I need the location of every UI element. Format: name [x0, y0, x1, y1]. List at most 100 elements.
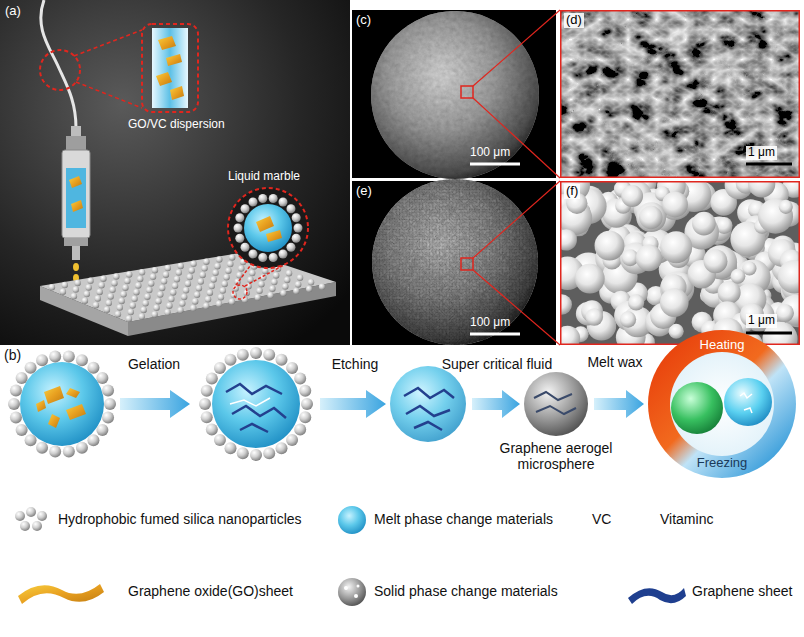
tray-part — [85, 284, 91, 290]
scale-label: 1 μm — [746, 314, 777, 328]
tray-part — [95, 295, 101, 301]
scale-bar — [746, 332, 792, 335]
tray-part — [115, 311, 121, 317]
liquid-marble-sphere-part — [36, 442, 48, 454]
sem-panel: (e)100 μm — [352, 181, 556, 345]
state-label: Freezing — [692, 456, 752, 471]
panel-letter: (e) — [356, 184, 372, 199]
liquid-marble-sphere-part — [25, 434, 37, 446]
tray-part — [133, 289, 139, 295]
gel-sphere-part — [206, 424, 218, 436]
sem-panel-d — [560, 10, 800, 178]
tray-part — [282, 283, 288, 289]
solid-pcm-icon-part — [354, 594, 358, 598]
liquid-marble-sphere-part — [102, 412, 114, 424]
tray-part — [148, 280, 154, 286]
solid-pcm-icon-part — [344, 586, 348, 590]
gel-sphere-part — [201, 411, 213, 423]
sem-panel-c — [352, 10, 560, 179]
sem-bubbles-part — [575, 264, 605, 294]
liquid-marble-zoom-part — [258, 253, 267, 262]
gel-sphere-part — [240, 424, 268, 432]
tray-part — [203, 258, 209, 264]
tray-part — [126, 271, 132, 277]
tray-part — [284, 277, 290, 283]
liquid-marble-sphere-part — [49, 446, 61, 458]
sem-bubbles-part — [660, 231, 692, 263]
liquid-marble-sphere-part — [49, 350, 61, 362]
sem-panel-e-part — [372, 179, 538, 345]
liquid-marble-sphere-part — [16, 424, 28, 436]
sem-bubbles-part — [560, 229, 577, 250]
syringe-part — [62, 150, 90, 238]
process-arrow — [594, 390, 644, 418]
liquid-marble-zoom-part — [292, 213, 301, 222]
tray-part — [122, 284, 128, 290]
sem-bubbles-part — [628, 294, 644, 310]
tray-part — [286, 270, 292, 276]
tray-part — [144, 293, 150, 299]
sem-bubbles-part — [776, 304, 794, 322]
tray-part — [139, 269, 145, 275]
scale-bar — [746, 163, 792, 166]
step-label: Gelation — [114, 356, 194, 372]
gel-sphere-part — [301, 398, 313, 410]
syringe-part — [72, 246, 80, 260]
liquid-marble-sphere-part — [8, 398, 20, 410]
tray-part — [140, 307, 146, 313]
tray-part — [100, 275, 106, 281]
tray-part — [183, 287, 189, 293]
solid-pcm-icon-part — [338, 578, 366, 606]
tray-part — [161, 278, 167, 284]
tray-part — [60, 288, 66, 294]
tray-part — [249, 270, 255, 276]
tray-part — [49, 284, 55, 290]
liquid-marble-zoom-part — [256, 216, 274, 232]
process-arrow — [320, 390, 386, 418]
liquid-marble-sphere-part — [66, 388, 80, 398]
product-label: Graphene aerogel microsphere — [496, 440, 616, 472]
sem-panel: (c)100 μm — [352, 10, 556, 178]
sem-bubbles-part — [718, 281, 741, 304]
aerogel-sphere-part — [534, 392, 572, 400]
syringe-part — [71, 200, 83, 212]
tray-part — [111, 280, 117, 286]
tray-part — [271, 279, 277, 285]
etched-sphere-part — [390, 366, 466, 442]
liquid-marble-zoom-part — [244, 204, 292, 252]
go-sheet-icon — [18, 584, 104, 604]
zoom-box — [142, 24, 198, 112]
silica-icon-part — [20, 521, 30, 531]
go-sheet-part — [158, 36, 176, 50]
tray-part — [258, 281, 264, 287]
gel-sphere-part — [286, 434, 298, 446]
tray-part — [207, 289, 213, 295]
liquid-marble-sphere-part — [16, 372, 28, 384]
gel-sphere-part — [232, 406, 286, 418]
tray-part — [71, 293, 77, 299]
legend-item: Melt phase change materials — [374, 511, 553, 527]
tray-part — [225, 267, 231, 273]
sem-panel-f-part — [561, 182, 800, 345]
gel-sphere — [199, 347, 313, 461]
melt-pcm-icon — [338, 506, 366, 534]
tray-part — [205, 296, 211, 302]
gel-sphere-part — [250, 449, 262, 461]
liquid-marble-zoom-part — [294, 224, 303, 233]
tray-part — [192, 298, 198, 304]
tray-part — [269, 285, 275, 291]
sem-bubbles-part — [748, 181, 775, 198]
sem-panel-e — [352, 179, 560, 345]
sem-bubbles-part — [758, 199, 793, 234]
liquid-marble-zoom-part — [241, 243, 250, 252]
gel-sphere-part — [299, 385, 311, 397]
tray-part — [73, 286, 79, 292]
scale-label: 1 μm — [746, 146, 777, 160]
sem-bubbles-part — [636, 245, 663, 272]
liquid-marble-zoom-part — [233, 285, 247, 299]
phase-change-ring-part — [670, 352, 774, 456]
tray-part — [220, 287, 226, 293]
tray-part — [185, 280, 191, 286]
silica-icon — [15, 507, 47, 531]
